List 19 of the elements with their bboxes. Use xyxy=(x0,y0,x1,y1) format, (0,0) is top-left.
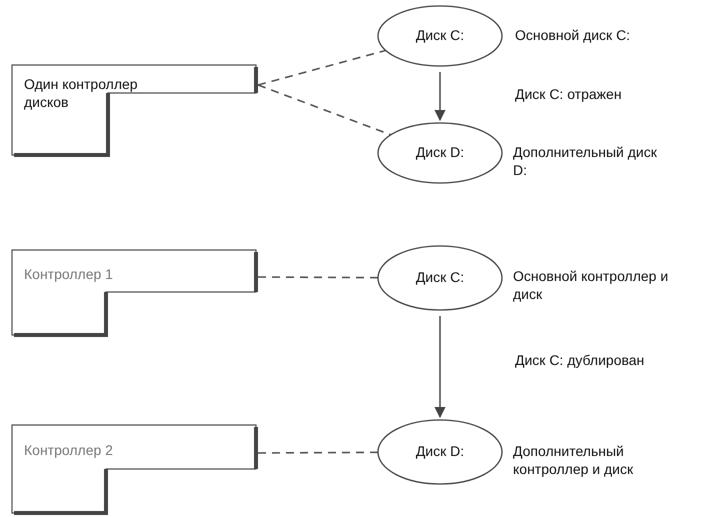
disk-label: Диск С: xyxy=(414,268,466,286)
disk-description: Основной диск С: xyxy=(515,27,632,44)
controller-label: Контроллер 2 xyxy=(24,441,114,460)
disk-label: Диск D: xyxy=(414,143,466,162)
arrow xyxy=(434,316,446,418)
dashed-connector xyxy=(258,84,392,136)
disk-label: Диск С: xyxy=(414,26,466,44)
status-note: Диск С: отражен xyxy=(515,86,622,102)
arrow xyxy=(434,72,446,122)
dashed-connector xyxy=(258,50,386,86)
dashed-connector xyxy=(258,276,378,278)
controller-label: Контроллер 1 xyxy=(24,265,114,284)
disk-label: Диск D: xyxy=(414,442,466,460)
controller-label: Один контроллер дисков xyxy=(24,75,139,112)
disk-description: Основной контроллер и диск xyxy=(513,268,670,303)
dashed-connector xyxy=(258,452,378,454)
status-note: Диск С: дублирован xyxy=(515,352,644,368)
disk-description: Дополнительный диск D: xyxy=(513,144,658,179)
disk-description: Дополнительный контроллер и диск xyxy=(513,443,634,478)
